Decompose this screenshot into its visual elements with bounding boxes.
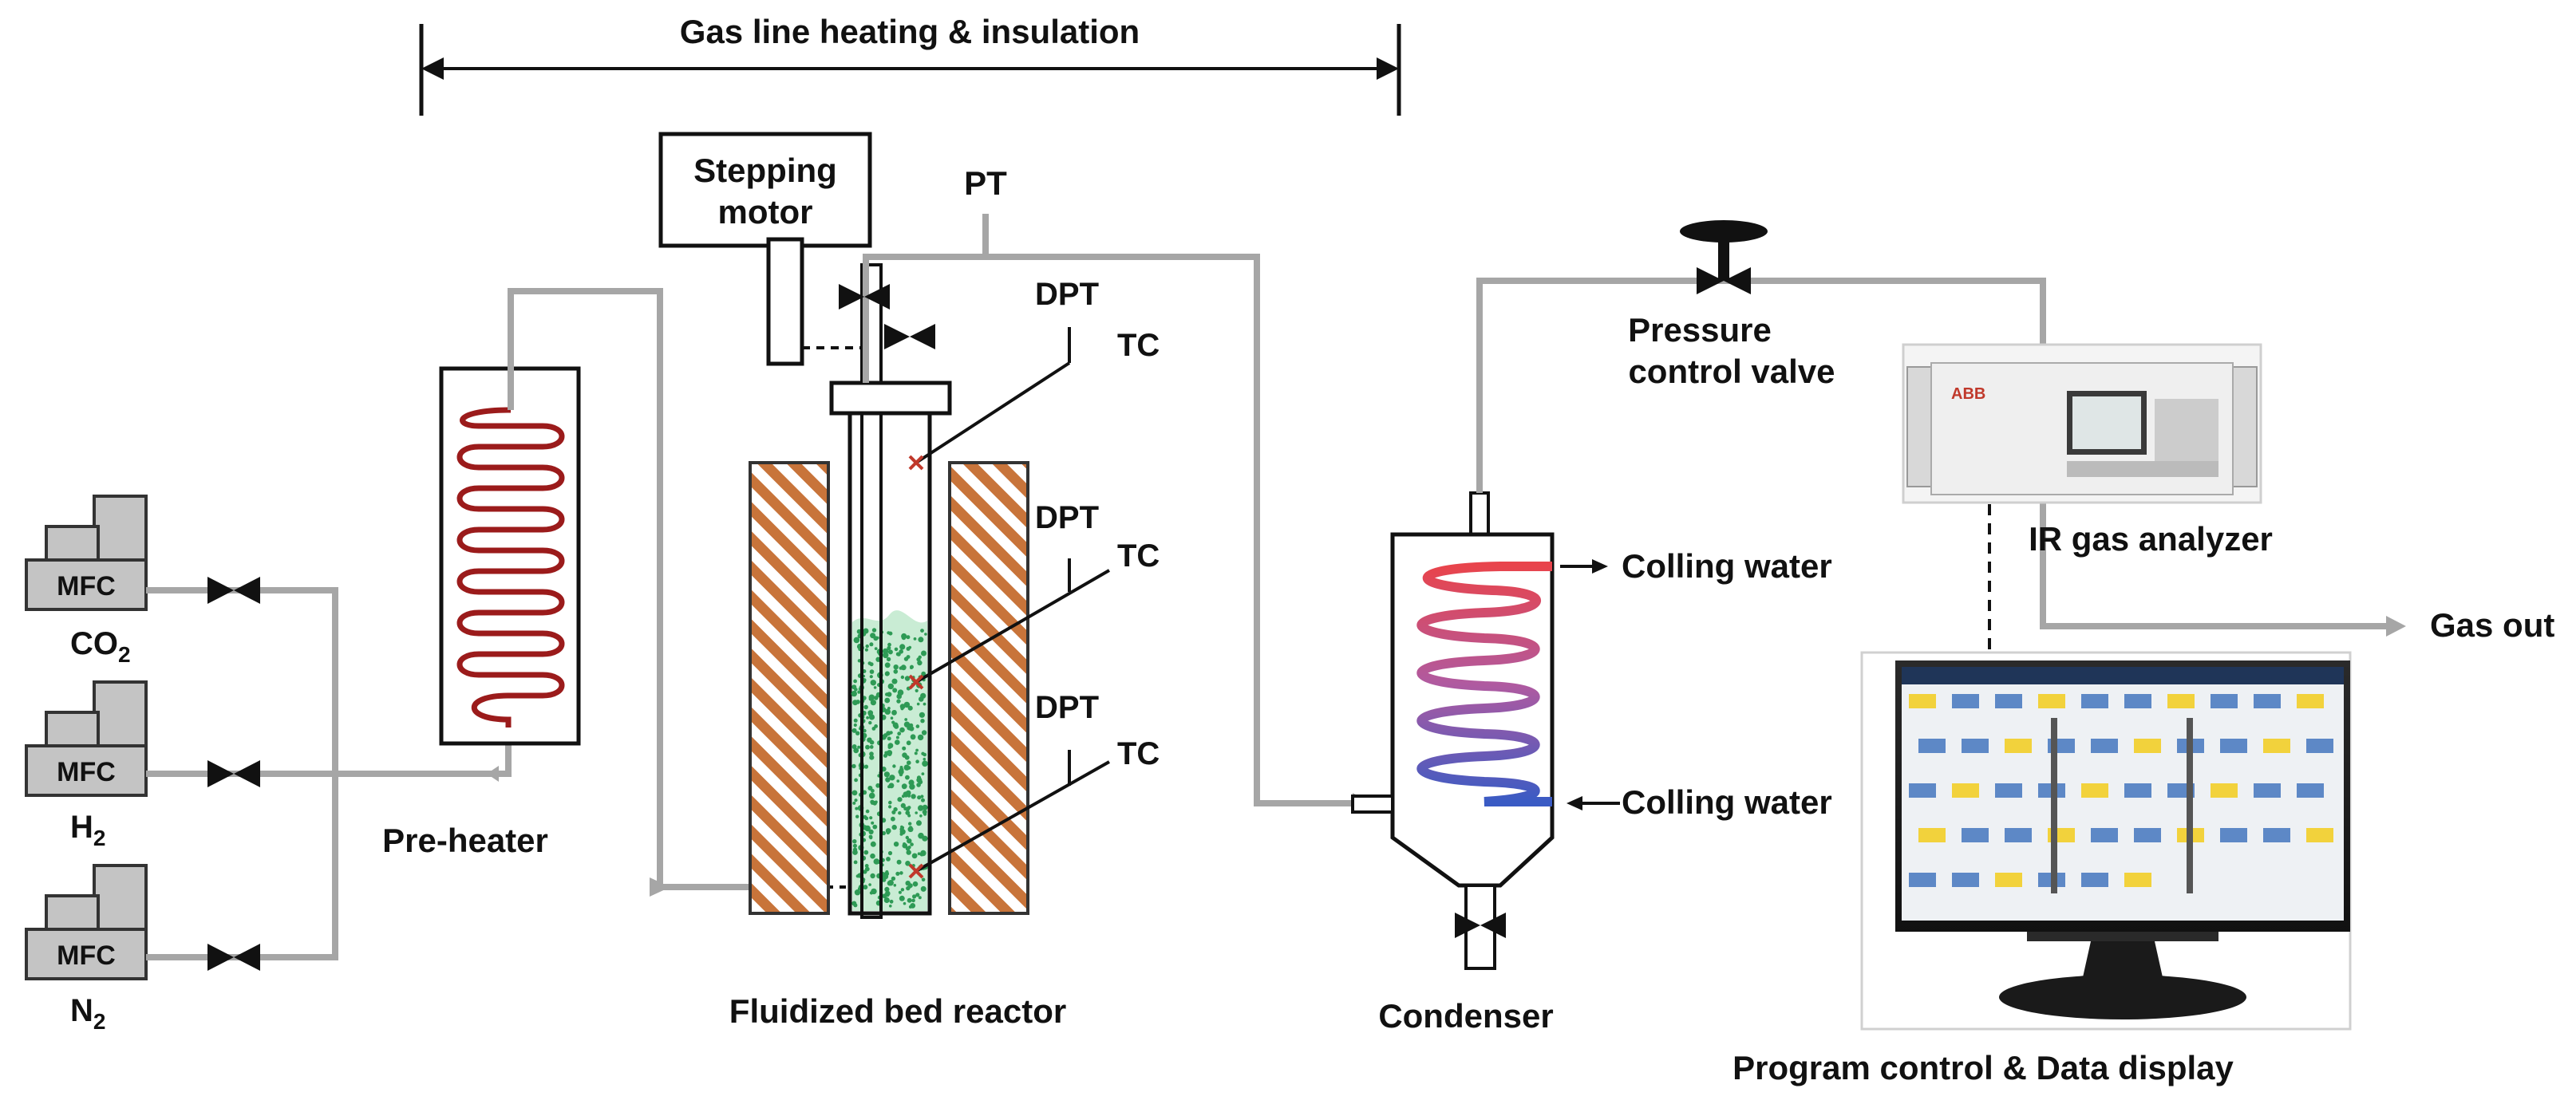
heater-coil	[456, 407, 565, 727]
analyzer-brand: ABB	[1951, 385, 1985, 403]
mfc-label: MFC	[57, 940, 116, 971]
gas-line-heating-indicator: Gas line heating & insulation	[419, 13, 1401, 116]
gas-line-label: Gas line heating & insulation	[680, 13, 1140, 50]
preheater-outlet-pipe	[508, 288, 750, 890]
bowtie-valve-icon	[1455, 913, 1506, 938]
flow-arrow-icon	[2386, 616, 2406, 637]
mfc-co2: MFC	[25, 495, 148, 611]
cooling-water-out-label: Colling water	[1622, 547, 1832, 585]
tc-label: TC	[1117, 538, 1160, 574]
mfc-n2: MFC	[25, 864, 148, 980]
control-monitor	[1860, 651, 2352, 1031]
gas-label-n2: N2	[70, 993, 105, 1034]
condenser: Condenser	[1351, 491, 1555, 1035]
condenser-label: Condenser	[1378, 997, 1553, 1035]
tc-label: TC	[1117, 736, 1160, 771]
dpt-label: DPT	[1035, 277, 1099, 312]
cooling-coil	[1416, 562, 1552, 806]
pressure-control-valve	[1680, 220, 1768, 294]
gas-label-h2: H2	[70, 810, 105, 850]
mfc-label: MFC	[57, 571, 116, 601]
flow-arrow-icon	[1592, 559, 1608, 574]
dpt-label: DPT	[1035, 500, 1099, 535]
bowtie-valve-icon	[207, 577, 260, 604]
mfc-label: MFC	[57, 757, 116, 787]
pre-heater-label: Pre-heater	[382, 822, 548, 859]
stepping-motor-label: motor	[718, 193, 813, 231]
stepping-motor: Stepping motor	[658, 132, 872, 366]
flow-arrow-icon	[650, 877, 670, 897]
pt-label: PT	[964, 164, 1007, 202]
ir-analyzer-label: IR gas analyzer	[2029, 520, 2273, 558]
condenser-outlet-pipe	[1476, 278, 2386, 629]
bowtie-valve-icon	[207, 760, 260, 787]
flow-arrow-icon	[1377, 57, 1399, 80]
dpt-label: DPT	[1035, 690, 1099, 725]
pressure-valve-label: Pressure	[1628, 311, 1772, 349]
cooling-water-in-label: Colling water	[1622, 783, 1832, 821]
stepping-motor-label: Stepping	[693, 152, 837, 189]
monitor-screen-panels	[1909, 694, 2333, 893]
thermocouple-tips	[908, 455, 924, 879]
ir-gas-analyzer: ABB	[1902, 343, 2262, 504]
bowtie-valve-icon	[839, 284, 890, 310]
gas-label-co2: CO2	[70, 626, 131, 667]
program-control-label: Program control & Data display	[1732, 1049, 2234, 1086]
bowtie-valve-icon	[884, 324, 935, 349]
furnace-left	[749, 461, 830, 915]
gas-supply-section: MFC MFC MFC CO2 H2 N2	[25, 495, 512, 1034]
pressure-valve-label: control valve	[1628, 353, 1835, 390]
flow-arrow-icon	[421, 57, 444, 80]
gas-out-label: Gas out	[2430, 606, 2554, 644]
fluidized-bed-reactor: PT DPT TC DPT TC DPT TC Fluidized bed re…	[729, 164, 1373, 1030]
reactor-label: Fluidized bed reactor	[729, 992, 1066, 1030]
bowtie-valve-icon	[207, 944, 260, 971]
flow-arrow-icon	[1567, 796, 1582, 810]
reactor-outlet-pipe	[863, 254, 1353, 806]
mfc-h2: MFC	[25, 680, 148, 797]
furnace-right	[948, 461, 1029, 915]
tc-label: TC	[1117, 328, 1160, 363]
pre-heater: Pre-heater	[382, 366, 581, 859]
